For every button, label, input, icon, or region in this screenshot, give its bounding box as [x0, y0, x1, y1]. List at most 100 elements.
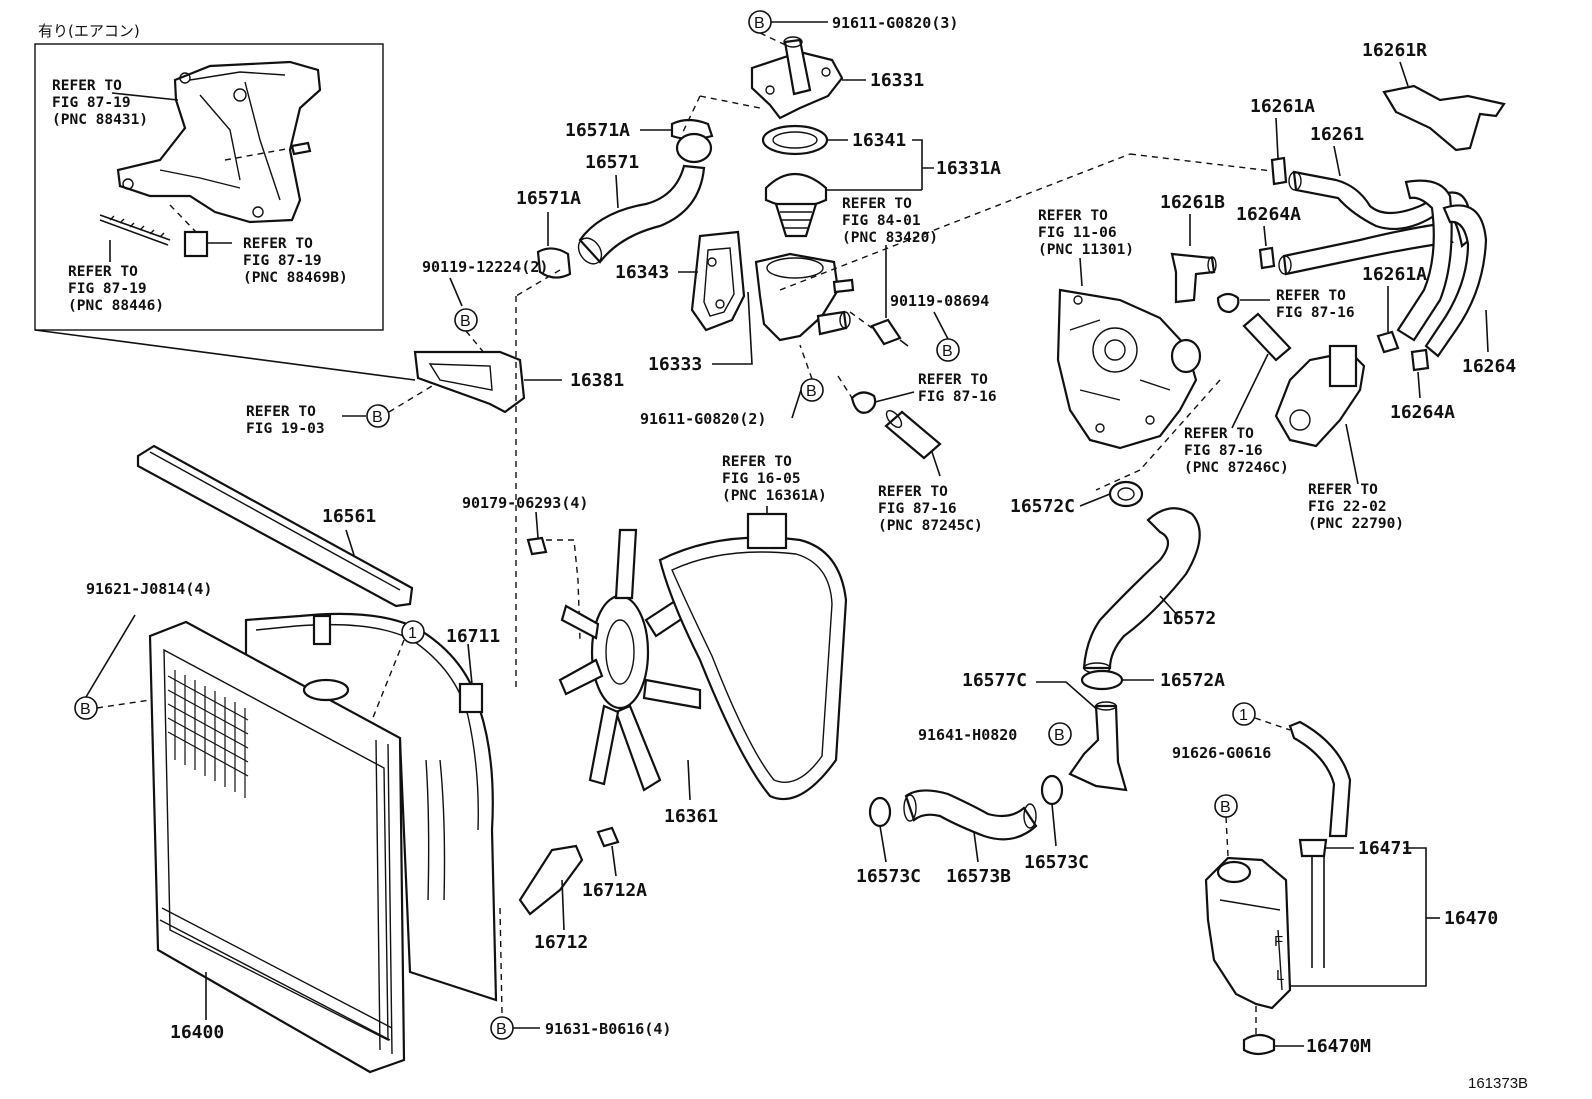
- svg-text:1: 1: [408, 625, 417, 642]
- ref-fig-11-06: REFER TO FIG 11-06 (PNC 11301): [1038, 208, 1134, 258]
- bolt-label-top: 91611-G0820(3): [832, 14, 958, 32]
- svg-text:B: B: [806, 383, 817, 400]
- svg-text:FIG 87-16: FIG 87-16: [1184, 443, 1263, 459]
- overflow-hose: [1288, 720, 1352, 838]
- svg-text:(PNC 16361A): (PNC 16361A): [722, 488, 827, 504]
- clamp-16573c-left: [868, 796, 892, 828]
- svg-text:B: B: [496, 1021, 507, 1038]
- bolt-label-91631: 91631-B0616(4): [545, 1020, 671, 1038]
- pipe-16261b: [1170, 252, 1216, 304]
- hose-clamp-fig87: [850, 391, 877, 414]
- svg-text:FIG 87-16: FIG 87-16: [918, 389, 997, 405]
- bolt-label-90179: 90179-06293(4): [462, 494, 588, 512]
- reservoir-tank-16470: [1204, 856, 1292, 1010]
- ref-fig-22-02: REFER TO FIG 22-02 (PNC 22790): [1308, 482, 1404, 532]
- bolt-label-91611-2: 91611-G0820(2): [640, 410, 766, 428]
- svg-text:REFER TO: REFER TO: [1184, 426, 1254, 442]
- svg-text:REFER TO: REFER TO: [246, 404, 316, 420]
- part-label-16572c: 16572C: [1010, 496, 1075, 517]
- inset-nut: [183, 230, 209, 258]
- clip-16261a-top: [1270, 156, 1288, 186]
- svg-text:(PNC 83420): (PNC 83420): [842, 230, 938, 246]
- part-label-16361: 16361: [664, 806, 718, 827]
- part-label-16571a-top: 16571A: [565, 120, 630, 141]
- part-label-16400: 16400: [170, 1022, 224, 1043]
- part-label-16381: 16381: [570, 370, 624, 391]
- fan-belt-group: 90179-06293(4) 16361 REFER TO FIG 16-05 …: [462, 454, 848, 827]
- part-label-16573b: 16573B: [946, 866, 1011, 887]
- svg-text:FIG 19-03: FIG 19-03: [246, 421, 325, 437]
- bracket-group: 90119-12224(2) B 16381 REFER TO FIG 19-0…: [246, 258, 624, 690]
- svg-text:FIG 87-16: FIG 87-16: [878, 501, 957, 517]
- part-label-16571a: 16571A: [516, 188, 581, 209]
- radiator-core-fins: [167, 670, 249, 798]
- svg-text:B: B: [80, 701, 91, 718]
- part-label-16573c-right: 16573C: [1024, 852, 1089, 873]
- part-label-16261: 16261: [1310, 124, 1364, 145]
- part-label-16261r: 16261R: [1362, 40, 1427, 61]
- bolt-label-91641: 91641-H0820: [918, 726, 1017, 744]
- inset-frame: [34, 43, 384, 331]
- upper-hose-16571: [578, 164, 706, 264]
- part-label-16264: 16264: [1462, 356, 1516, 377]
- clip-16264a: [1410, 348, 1430, 372]
- svg-text:FIG 16-05: FIG 16-05: [722, 471, 801, 487]
- inset-bolt-1: [290, 141, 312, 156]
- cap-16470m: [1242, 1033, 1276, 1056]
- fan-shroud: [244, 612, 498, 1002]
- svg-text:REFER TO: REFER TO: [68, 264, 138, 280]
- bolt-label-90119-12224: 90119-12224(2): [422, 258, 548, 276]
- part-label-16577c: 16577C: [962, 670, 1027, 691]
- svg-text:B: B: [754, 15, 765, 32]
- bracket-16331a: [912, 139, 934, 190]
- bolt-label-91626: 91626-G0616: [1172, 744, 1271, 762]
- ref-fig-87-16-c: REFER TO FIG 87-16 (PNC 87245C): [878, 484, 983, 534]
- marker-1-radiator: [401, 620, 425, 644]
- svg-text:B: B: [1220, 799, 1231, 816]
- svg-text:REFER TO: REFER TO: [1038, 208, 1108, 224]
- part-label-16264a-top: 16264A: [1236, 204, 1301, 225]
- gasket-16343: [690, 230, 746, 332]
- svg-text:FIG 11-06: FIG 11-06: [1038, 225, 1117, 241]
- ref-fig-16-05: REFER TO FIG 16-05 (PNC 16361A): [722, 454, 827, 504]
- bracket-16381: [413, 350, 526, 414]
- part-label-16470: 16470: [1444, 908, 1498, 929]
- water-pump-group: REFER TO FIG 11-06 (PNC 11301): [779, 153, 1281, 491]
- svg-text:B: B: [942, 343, 953, 360]
- clamp-16573c-right: [1040, 774, 1064, 806]
- svg-text:B: B: [460, 313, 471, 330]
- part-label-16471: 16471: [1358, 838, 1412, 859]
- bolt-label-91621: 91621-J0814(4): [86, 580, 212, 598]
- svg-text:(PNC 11301): (PNC 11301): [1038, 242, 1134, 258]
- upper-hose-group: 16571A 16571 16571A: [515, 95, 761, 297]
- svg-text:FIG 87-16: FIG 87-16: [1276, 305, 1355, 321]
- ref-fig-19-03: REFER TO FIG 19-03: [246, 404, 325, 437]
- heater-hose-group: 16261R 16261A 16261 16264 16264A 16261B …: [1160, 40, 1516, 532]
- part-label-16331a: 16331A: [936, 158, 1001, 179]
- temp-sensor: [870, 318, 902, 346]
- clip-16261a-mid: [1376, 330, 1400, 354]
- pipe-16577c: [1068, 704, 1128, 792]
- clamp-16572c: [1108, 480, 1144, 508]
- radiator-16400: [148, 620, 406, 1074]
- svg-text:B: B: [1054, 727, 1065, 744]
- svg-text:(PNC 88446): (PNC 88446): [68, 298, 164, 314]
- bypass-hose: [884, 410, 942, 460]
- hose-16573b: [904, 789, 1038, 841]
- inset-ref-88431: REFER TO FIG 87-19 (PNC 88431): [52, 78, 148, 128]
- svg-text:FIG 87-19: FIG 87-19: [243, 253, 322, 269]
- part-label-16261a-mid: 16261A: [1362, 264, 1427, 285]
- clamp-16571a: [536, 247, 572, 279]
- fan-clutch: [590, 594, 650, 710]
- svg-text:REFER TO: REFER TO: [1276, 288, 1346, 304]
- svg-text:(PNC 87246C): (PNC 87246C): [1184, 460, 1289, 476]
- compressor-bracket-drawing: [116, 60, 322, 224]
- part-label-16343: 16343: [615, 262, 669, 283]
- lower-hose-16572: [1082, 507, 1201, 670]
- seal-16561: [136, 444, 414, 608]
- shroud-lower-16712: [518, 844, 584, 916]
- part-label-16331: 16331: [870, 70, 924, 91]
- heater-hose-small: [1242, 312, 1292, 362]
- v-belt: [658, 536, 848, 801]
- marker-1-reservoir: [1232, 702, 1256, 726]
